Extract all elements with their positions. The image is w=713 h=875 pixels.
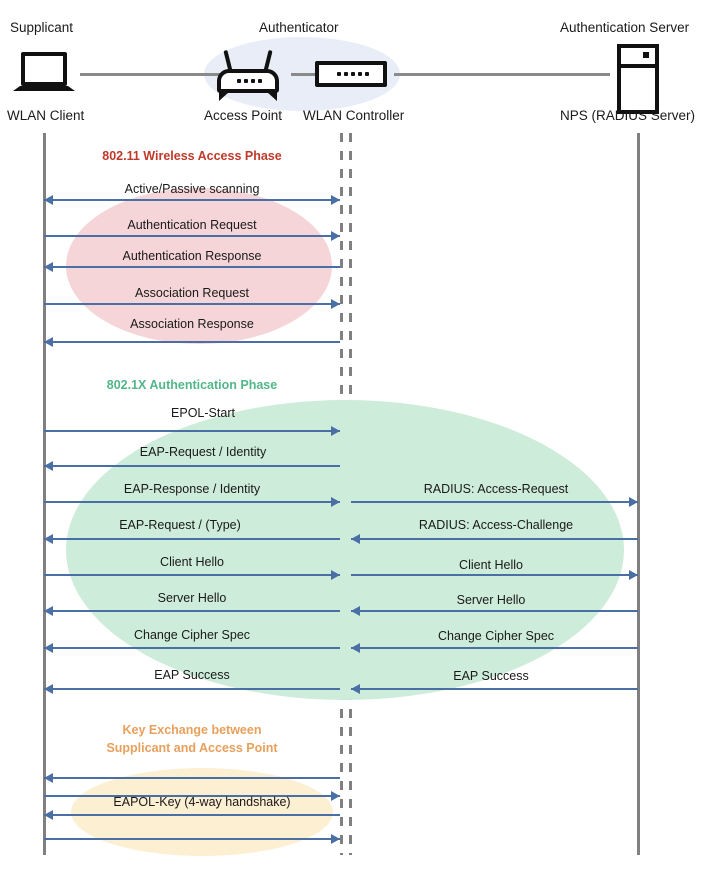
laptop-icon bbox=[13, 52, 75, 92]
message-label: EAPOL-Key (4-way handshake) bbox=[113, 795, 291, 809]
message-label: Association Request bbox=[135, 286, 249, 300]
message-label: Client Hello bbox=[160, 555, 224, 569]
actor-name-nps-radius-server: NPS (RADIUS Server) bbox=[560, 108, 696, 123]
message-label: RADIUS: Access-Request bbox=[423, 482, 569, 496]
actor-name-wlan-controller: WLAN Controller bbox=[303, 108, 405, 123]
message-label: Active/Passive scanning bbox=[124, 182, 260, 196]
message-label: Server Hello bbox=[157, 591, 227, 605]
actor-role-authentication-server: Authentication Server bbox=[560, 20, 690, 35]
message-label: Change Cipher Spec bbox=[437, 629, 555, 643]
message-label: Authentication Request bbox=[127, 218, 257, 232]
message-label: RADIUS: Access-Challenge bbox=[418, 518, 574, 532]
message-label: Client Hello bbox=[459, 558, 523, 572]
lifeline-authentication-server bbox=[637, 133, 640, 855]
actor-name-wlan-client: WLAN Client bbox=[7, 108, 85, 123]
link-client-ap bbox=[80, 73, 222, 76]
phase-title-802-11: 802.11 Wireless Access Phase bbox=[102, 149, 282, 163]
message-label: EAP-Request / (Type) bbox=[119, 518, 241, 532]
phase-blob-key-exchange bbox=[71, 768, 333, 856]
message-label: Change Cipher Spec bbox=[133, 628, 251, 642]
message-label: EPOL-Start bbox=[171, 406, 235, 420]
access-point-icon bbox=[217, 49, 279, 102]
message-label: Authentication Response bbox=[122, 249, 262, 263]
message-label: Server Hello bbox=[456, 593, 526, 607]
phase-title-802-1x: 802.1X Authentication Phase bbox=[106, 378, 278, 392]
actor-role-authenticator: Authenticator bbox=[259, 20, 339, 35]
message-label: EAP Success bbox=[453, 669, 529, 683]
message-label: EAP Success bbox=[154, 668, 230, 682]
actor-name-access-point: Access Point bbox=[204, 108, 283, 123]
lifeline-supplicant bbox=[43, 133, 46, 855]
message-label: Association Response bbox=[130, 317, 254, 331]
link-wc-server bbox=[394, 73, 610, 76]
message-label: EAP-Request / Identity bbox=[139, 445, 267, 459]
phase-blob-802-1x bbox=[66, 400, 624, 700]
phase-title-key-exchange: Key Exchange between Supplicant and Acce… bbox=[106, 723, 278, 755]
wlan-controller-icon bbox=[315, 61, 387, 87]
server-icon bbox=[617, 44, 659, 114]
link-ap-wc bbox=[291, 73, 315, 76]
message-label: EAP-Response / Identity bbox=[123, 482, 261, 496]
actor-role-supplicant: Supplicant bbox=[10, 20, 74, 35]
